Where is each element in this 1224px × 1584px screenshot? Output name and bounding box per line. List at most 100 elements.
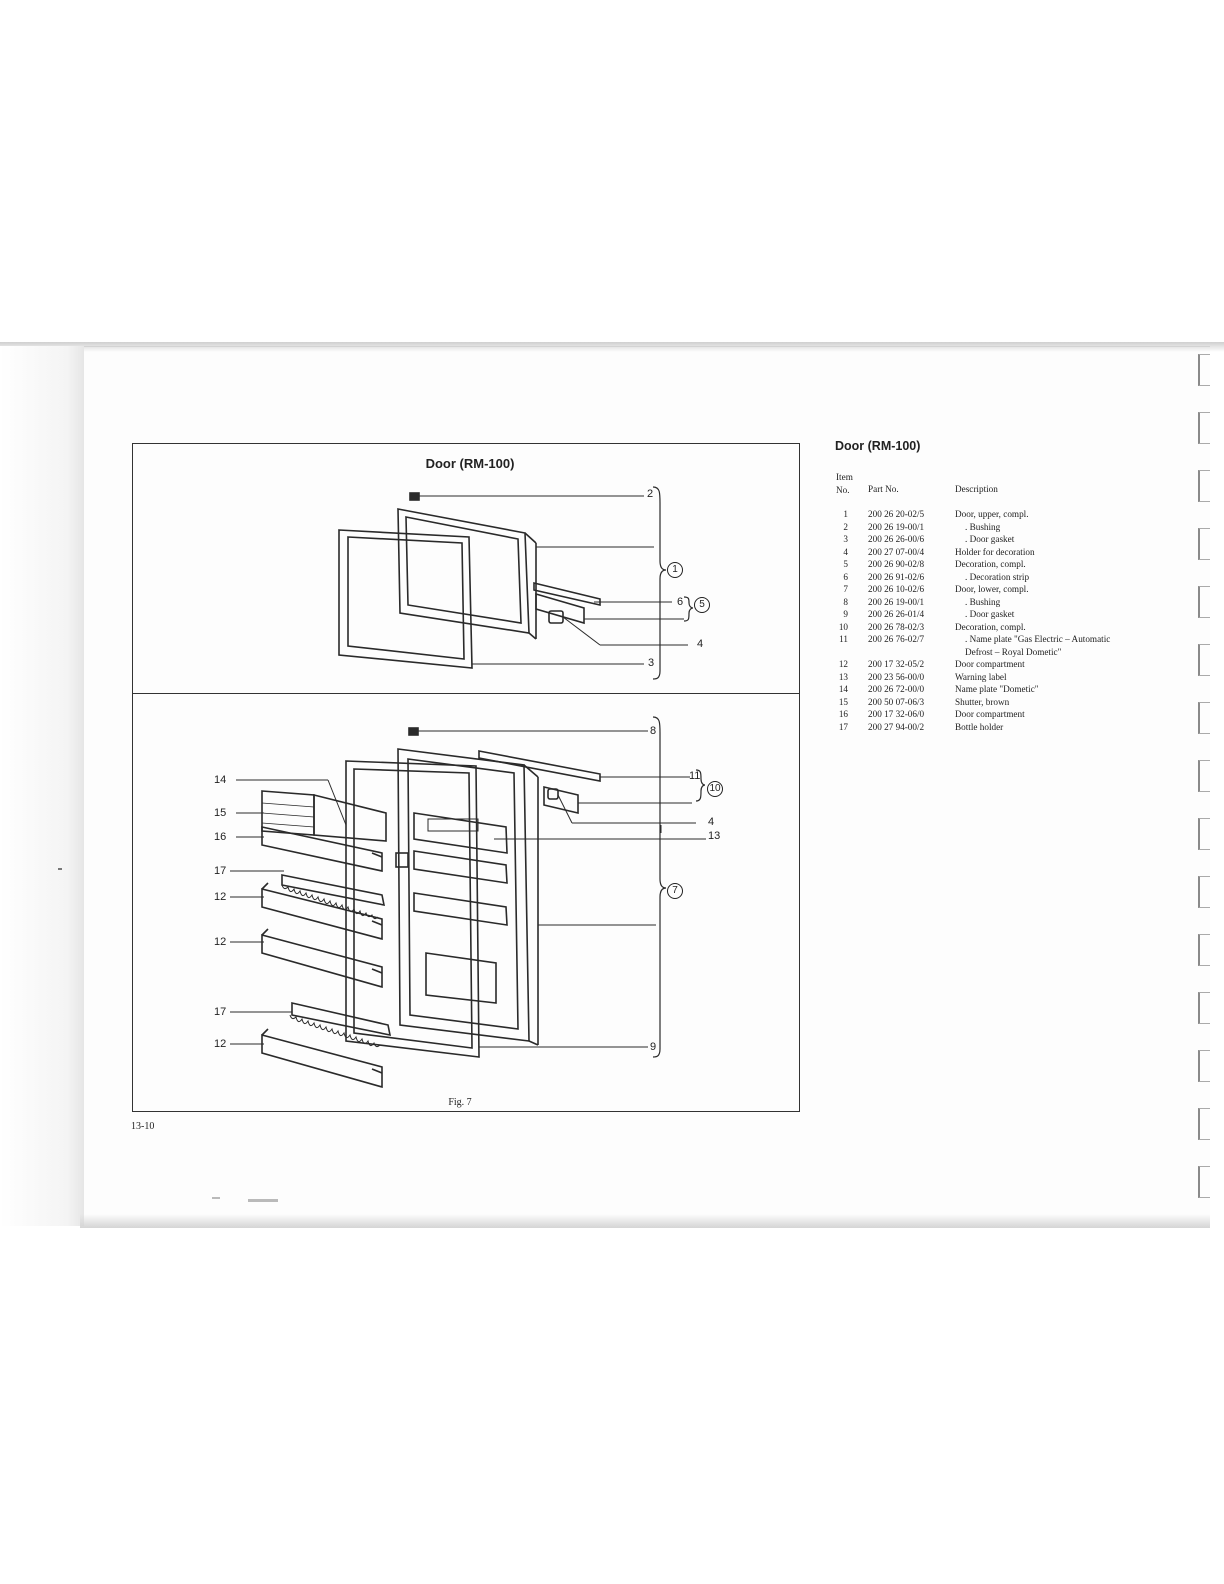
item-number: 15: [838, 696, 848, 707]
part-number: 200 23 56-00/0: [868, 671, 925, 682]
scan-speck: [248, 1199, 278, 1202]
item-number: 10: [838, 621, 848, 632]
part-number: 200 27 94-00/2: [868, 721, 925, 732]
item-number: 4: [843, 546, 848, 557]
binding-tick: [1198, 760, 1210, 792]
part-number: 200 26 90-02/8: [868, 559, 925, 569]
item-number: 2: [843, 521, 848, 532]
bottle-holder-17a: [281, 874, 386, 920]
part-description: . Door gasket: [965, 609, 1015, 619]
door-compartment-12c: [261, 1028, 383, 1089]
part-number: 200 50 07-06/3: [868, 696, 925, 707]
lower-door-body: [395, 748, 539, 1046]
parts-table-header: Item No. Part No. Description: [832, 471, 1162, 497]
item-number: 11: [839, 634, 848, 644]
lower-decoration-strip: [478, 750, 601, 815]
part-description: . Name plate "Gas Electric – Automatic: [965, 634, 1111, 644]
binding-tick: [1198, 470, 1210, 502]
callout-11: 11: [689, 770, 701, 782]
parts-table: Item No. Part No. Description 1 200 26 20…: [832, 471, 1162, 732]
part-description: Bottle holder: [955, 721, 1004, 732]
part-number: 200 26 19-00/1: [868, 596, 925, 607]
part-description-continued: Defrost – Royal Dometic": [965, 646, 1062, 657]
part-number: 200 26 26-00/6: [868, 534, 925, 544]
part-number: 200 26 26-01/4: [868, 609, 925, 619]
part-description: . Bushing: [965, 596, 1001, 607]
callout-6: 6: [677, 596, 684, 608]
callout-12-b: 12: [214, 936, 227, 948]
part-description: . Bushing: [965, 521, 1001, 532]
binding-tick: [1198, 412, 1210, 444]
table-row: 1 200 26 20-02/5 Door, upper, compl.: [832, 508, 1162, 521]
part-description: . Door gasket: [965, 534, 1015, 544]
item-number: 13: [838, 671, 848, 682]
callout-15: 15: [214, 807, 227, 819]
callout-circled-5: 5: [694, 597, 710, 613]
binding-tick: [1198, 1050, 1210, 1082]
table-row: 7 200 26 10-02/6 Door, lower, compl.: [832, 583, 1162, 596]
figure-divider: [132, 693, 800, 694]
item-number: 1: [843, 509, 848, 519]
item-number: 8: [843, 596, 848, 607]
item-number: 17: [838, 721, 848, 732]
table-row: 9 200 26 26-01/4 . Door gasket: [832, 608, 1162, 621]
binding-tick: [1198, 818, 1210, 850]
table-row: 11 200 26 76-02/7 . Name plate "Gas Electr…: [832, 633, 1162, 658]
header-item-line2: No.: [836, 484, 850, 495]
callout-circled-7: 7: [667, 883, 683, 899]
table-row: 15 200 50 07-06/3 Shutter, brown: [832, 696, 1162, 709]
item-number: 14: [838, 684, 848, 694]
binding-tick: [1198, 586, 1210, 618]
binding-tick: [1198, 1166, 1210, 1198]
diagram-title: Door (RM-100): [425, 456, 515, 471]
callout-8: 8: [650, 725, 657, 737]
binding-tick: [1198, 702, 1210, 734]
callout-circled-1: 1: [667, 562, 683, 578]
binding-tick: [1198, 354, 1210, 386]
binding-tick: [1198, 934, 1210, 966]
header-part-no: Part No.: [868, 484, 899, 494]
bottle-holder-17b: [289, 1001, 392, 1048]
part-number: 200 26 91-02/6: [868, 571, 925, 582]
part-description: Shutter, brown: [955, 696, 1010, 707]
part-description: Door, lower, compl.: [955, 584, 1029, 594]
table-row: 6 200 26 91-02/6 . Decoration strip: [832, 571, 1162, 584]
callout-4-lower: 4: [708, 816, 715, 828]
part-description: Decoration, compl.: [955, 621, 1026, 632]
binding-tick: [1198, 644, 1210, 676]
part-description: Warning label: [955, 671, 1007, 682]
door-compartment-12a: [261, 882, 383, 941]
callout-14: 14: [214, 774, 227, 786]
part-number: 200 26 76-02/7: [868, 634, 925, 644]
part-number: 200 26 19-00/1: [868, 521, 925, 532]
header-item-no: Item No.: [836, 471, 866, 496]
callout-4-upper: 4: [697, 638, 704, 650]
callout-12-c: 12: [214, 1038, 227, 1050]
item-number: 9: [843, 609, 848, 619]
scanned-page: [80, 346, 1210, 1227]
callout-17-upper: 17: [214, 865, 227, 877]
binding-tick: [1198, 528, 1210, 560]
part-number: 200 26 20-02/5: [868, 509, 925, 519]
part-description: Name plate "Dometic": [955, 684, 1039, 694]
scan-shadow-bottom: [80, 1214, 1210, 1228]
item-number: 16: [838, 709, 848, 719]
callout-9: 9: [650, 1041, 657, 1053]
table-row: 17 200 27 94-00/2 Bottle holder: [832, 721, 1162, 734]
part-description: Door, upper, compl.: [955, 509, 1029, 519]
binding-tick: [1198, 876, 1210, 908]
item-number: 7: [843, 584, 848, 594]
part-description: Door compartment: [955, 659, 1025, 669]
callout-16: 16: [214, 831, 227, 843]
callout-2: 2: [647, 488, 654, 500]
callout-17-lower: 17: [214, 1006, 227, 1018]
item-number: 6: [843, 571, 848, 582]
part-number: 200 26 10-02/6: [868, 584, 925, 594]
part-description: . Decoration strip: [965, 571, 1030, 582]
callout-12-a: 12: [214, 891, 227, 903]
page-number: 13-10: [131, 1121, 155, 1132]
